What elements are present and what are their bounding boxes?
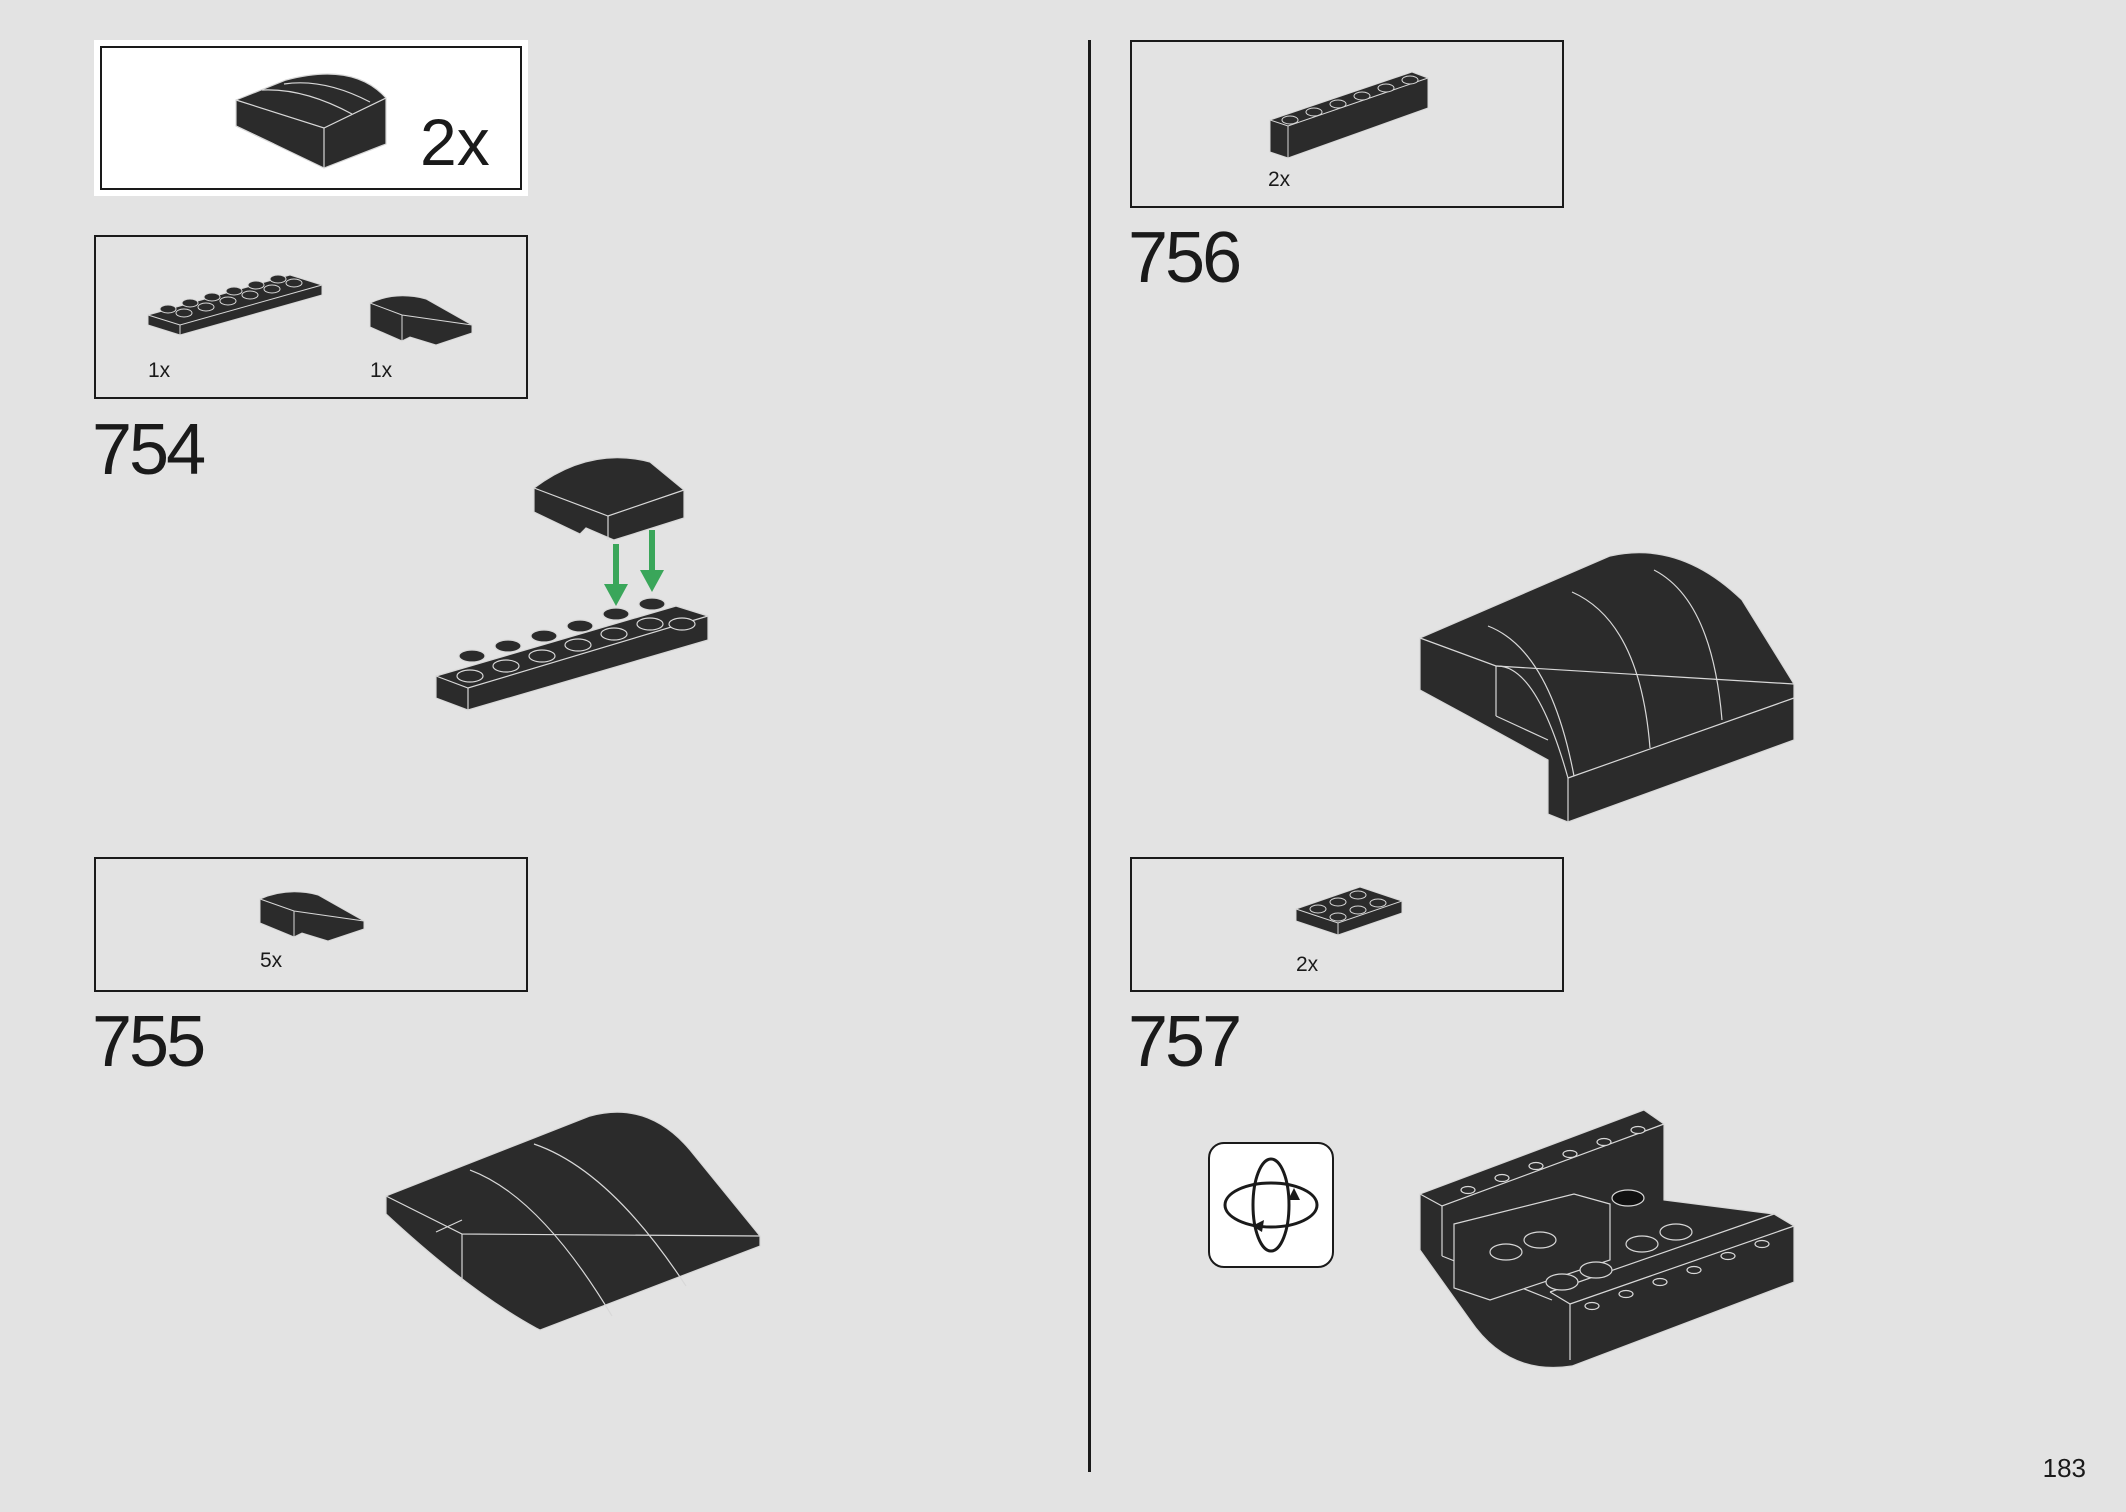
step-755-parts-callout: 5x xyxy=(94,857,528,992)
step-757-number: 757 xyxy=(1128,1002,1242,1082)
step-757-parts-callout: 2x xyxy=(1130,857,1564,992)
subassembly-curved-brick-icon xyxy=(235,73,387,169)
brick-1x6-icon xyxy=(1269,71,1429,159)
rotate-model-icon xyxy=(1208,1142,1334,1268)
step-754-parts-callout: 1x 1x xyxy=(94,235,528,399)
step-754-part-2-quantity: 1x xyxy=(370,359,393,382)
curved-slope-icon xyxy=(369,295,473,346)
placement-arrows xyxy=(604,530,664,606)
step-755-part-1-quantity: 5x xyxy=(260,949,283,972)
subassembly-callout-frame xyxy=(100,46,522,190)
page-divider xyxy=(1088,40,1091,1472)
plate-2x6-icon xyxy=(147,274,323,336)
plate-2x3-icon xyxy=(1295,886,1403,936)
step-757-part-1-quantity: 2x xyxy=(1296,953,1319,976)
step-756-parts-callout: 2x xyxy=(1130,40,1564,208)
step-756-part-1-quantity: 2x xyxy=(1268,168,1291,191)
page-number: 183 xyxy=(2042,1453,2086,1483)
subassembly-callout: 2x xyxy=(94,40,528,196)
curved-slope-icon xyxy=(259,891,365,942)
step-756-number: 756 xyxy=(1128,218,1242,298)
step-754-number: 754 xyxy=(92,410,206,490)
step-754-part-1-quantity: 1x xyxy=(148,359,171,382)
subassembly-quantity: 2x xyxy=(420,105,490,179)
step-755-number: 755 xyxy=(92,1002,206,1082)
